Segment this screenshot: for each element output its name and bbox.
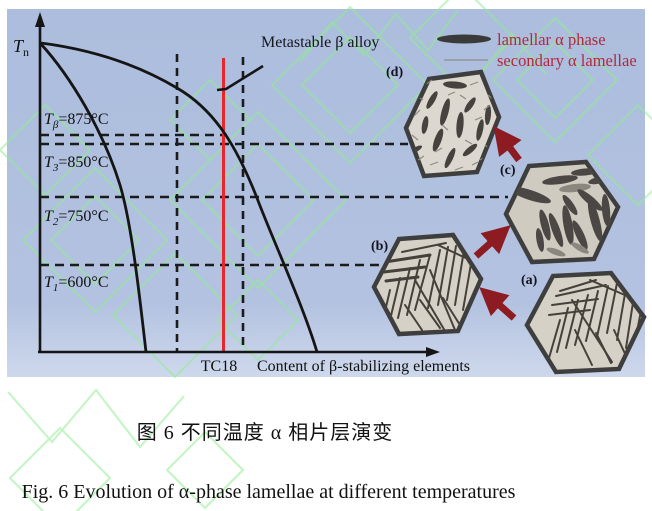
beta-transus-curve bbox=[40, 41, 319, 353]
x-axis-alloy-tick: TC18 bbox=[201, 358, 237, 375]
metastable-annotation-line bbox=[216, 64, 264, 92]
x-axis-arrow-icon bbox=[426, 347, 440, 357]
y-axis-label: Tn bbox=[13, 36, 29, 59]
legend-lamellar-label: lamellar α phase bbox=[497, 30, 606, 49]
alpha-phase-curve bbox=[39, 43, 148, 353]
micrograph-b bbox=[371, 232, 484, 337]
legend-secondary-label: secondary α lamellae bbox=[497, 51, 637, 70]
y-axis-arrow-icon bbox=[35, 12, 45, 27]
temp-label-600: T1=600°C bbox=[44, 274, 109, 294]
hexagon-grain-d bbox=[403, 69, 502, 179]
micrograph-a bbox=[524, 270, 647, 375]
arrow-b-to-c-icon bbox=[473, 225, 511, 259]
lamellae-a bbox=[548, 279, 642, 366]
lamellae-b bbox=[382, 242, 473, 332]
micrograph-label-c: (c) bbox=[500, 163, 516, 178]
x-axis-label: Content of β-stabilizing elements bbox=[257, 358, 470, 375]
arrow-a-to-b-icon bbox=[479, 287, 517, 321]
micrograph-label-a: (a) bbox=[521, 273, 538, 288]
temp-label-750: T2=750°C bbox=[44, 208, 109, 228]
micrograph-c bbox=[503, 159, 621, 265]
arrow-c-to-d-icon bbox=[493, 126, 522, 163]
lamellar-ellipse-icon bbox=[437, 34, 491, 44]
temp-label-875: Tβ=875°C bbox=[44, 111, 108, 131]
temp-label-850: T3=850°C bbox=[44, 154, 109, 174]
micrograph-label-d: (d) bbox=[386, 65, 403, 80]
legend: lamellar α phase secondary α lamellae bbox=[437, 30, 637, 70]
metastable-annotation-label: Metastable β alloy bbox=[261, 34, 379, 51]
micrograph-d bbox=[403, 69, 502, 179]
micrograph-label-b: (b) bbox=[371, 239, 388, 254]
caption-chinese: 图 6 不同温度 α 相片层演变 bbox=[136, 422, 394, 444]
lamellae-d bbox=[407, 79, 499, 171]
caption-english: Fig. 6 Evolution of α-phase lamellae at … bbox=[21, 481, 516, 503]
